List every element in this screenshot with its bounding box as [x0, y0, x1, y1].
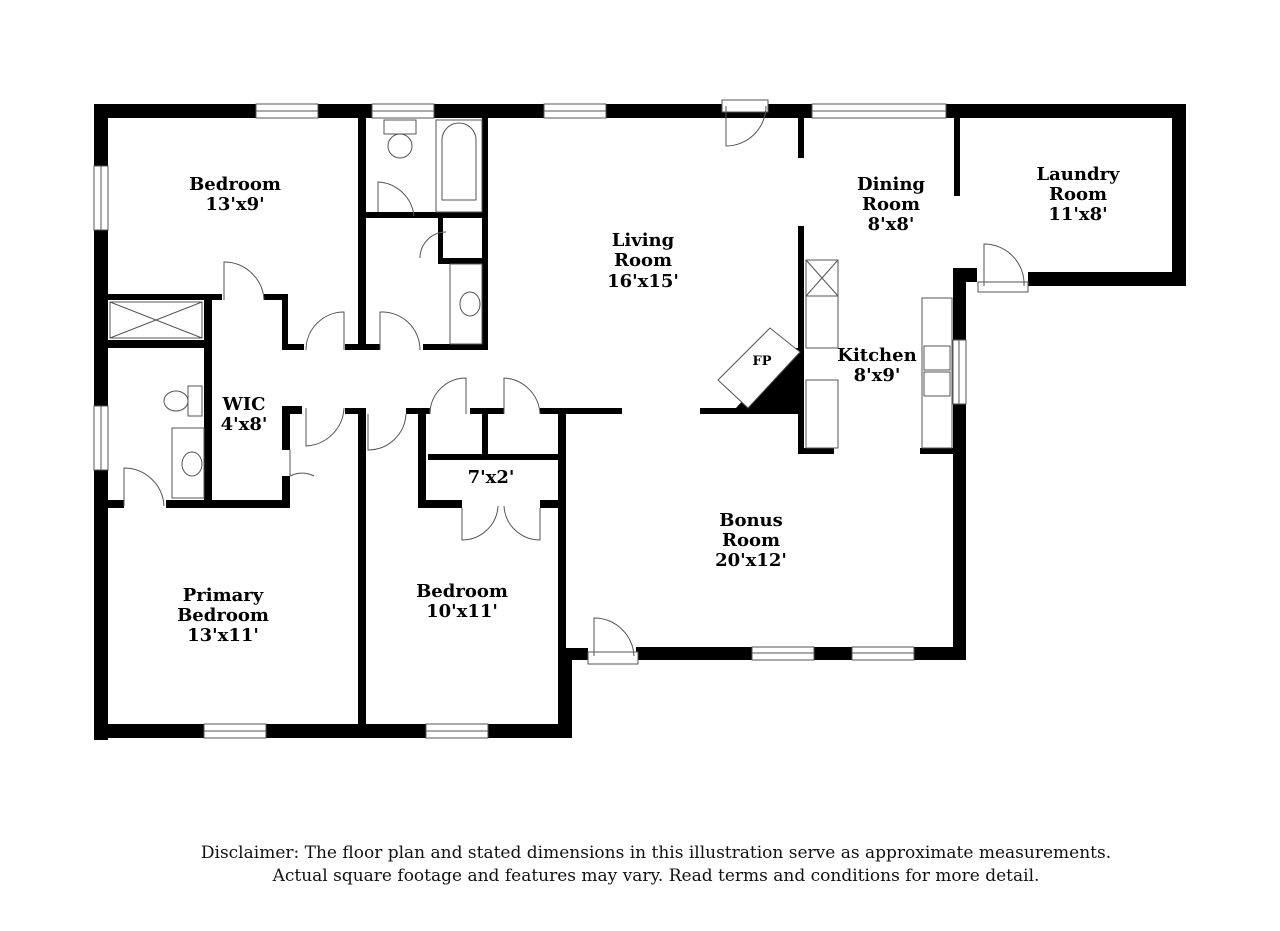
room-name-primary-bedroom-2: Bedroom	[177, 605, 269, 626]
fireplace-label: FP	[752, 354, 771, 369]
disclaimer-line-1: Disclaimer: The floor plan and stated di…	[200, 843, 1112, 863]
interior-walls	[108, 118, 966, 738]
sink-icon	[923, 345, 951, 371]
room-dims-dining-room: 8'x8'	[868, 214, 915, 235]
room-dims-laundry-room: 11'x8'	[1048, 204, 1107, 225]
room-name-primary-bedroom-1: Primary	[183, 585, 264, 606]
windows	[93, 103, 967, 739]
room-name-laundry-room-1: Laundry	[1036, 164, 1120, 185]
room-name-living-room-2: Room	[614, 250, 672, 271]
room-name-wic: WIC	[222, 394, 266, 415]
shower-icon	[109, 301, 203, 339]
room-dims-kitchen: 8'x9'	[854, 365, 901, 386]
room-name-bedroom-2: Bedroom	[416, 581, 508, 602]
room-dims-bonus-room: 20'x12'	[715, 550, 787, 571]
doors	[123, 99, 1029, 665]
room-name-living-room-1: Living	[612, 230, 675, 251]
toilet-icon	[383, 119, 417, 135]
room-labels: Bedroom 13'x9' WIC 4'x8' Primary Bedroom…	[177, 164, 1120, 646]
sink-icon	[449, 263, 483, 345]
room-dims-bedroom-2: 10'x11'	[426, 601, 498, 622]
room-name-bonus-room-2: Room	[722, 530, 780, 551]
sink-icon	[171, 427, 205, 499]
room-dims-wic: 4'x8'	[221, 414, 268, 435]
toilet-icon	[187, 385, 203, 417]
disclaimer: Disclaimer: The floor plan and stated di…	[140, 842, 1172, 888]
disclaimer-line-2: Actual square footage and features may v…	[272, 866, 1040, 886]
room-name-dining-room-2: Room	[862, 194, 920, 215]
sink-icon	[923, 371, 951, 397]
room-name-bonus-room-1: Bonus	[719, 510, 783, 531]
room-name-kitchen: Kitchen	[837, 345, 916, 366]
room-name-bedroom-1: Bedroom	[189, 174, 281, 195]
room-dims-bedroom-1: 13'x9'	[205, 194, 264, 215]
fixtures	[109, 119, 953, 499]
room-dims-primary-bedroom: 13'x11'	[187, 625, 259, 646]
room-dims-living-room: 16'x15'	[607, 271, 679, 292]
room-name-laundry-room-2: Room	[1049, 184, 1107, 205]
room-dims-closet: 7'x2'	[468, 467, 515, 488]
bathtub-icon	[435, 119, 483, 213]
room-name-dining-room-1: Dining	[857, 174, 925, 195]
